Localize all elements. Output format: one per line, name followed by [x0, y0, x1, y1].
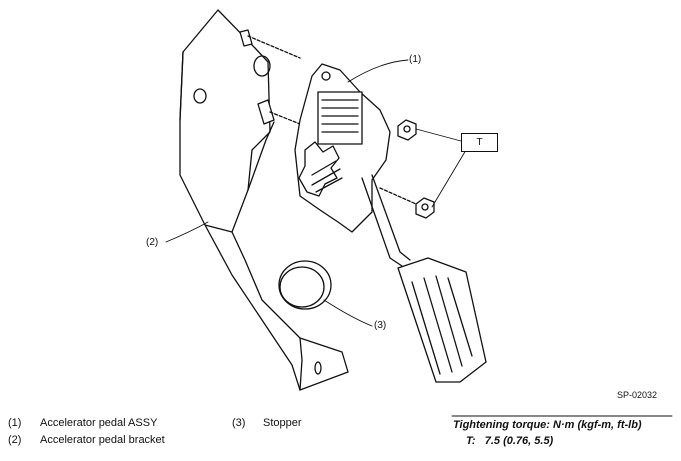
leader-1 — [347, 59, 409, 83]
pedal-assy — [294, 63, 487, 383]
pedal-bracket — [179, 9, 349, 391]
leader-3 — [323, 299, 373, 327]
stopper — [278, 260, 332, 310]
legend-3-num: (3) — [232, 417, 246, 429]
callout-2: (2) — [146, 237, 159, 248]
leader-t-upper — [415, 128, 462, 142]
figure-code: SP-02032 — [617, 390, 658, 400]
callout-3: (3) — [374, 320, 387, 331]
nut-lower — [379, 187, 435, 219]
callout-1: (1) — [409, 54, 422, 65]
torque-callout-box: T — [461, 133, 498, 152]
legend-1-num: (1) — [8, 417, 22, 429]
leader-2 — [165, 221, 209, 243]
legend-2-num: (2) — [8, 434, 22, 446]
legend-1-label: Accelerator pedal ASSY — [40, 417, 158, 429]
torque-value: T: 7.5 (0.76, 5.5) — [466, 435, 554, 447]
torque-title: Tightening torque: N·m (kgf-m, ft-lb) — [453, 419, 642, 431]
leader-t-lower — [431, 149, 467, 208]
legend-2-label: Accelerator pedal bracket — [40, 434, 165, 446]
legend-3-label: Stopper — [263, 417, 302, 429]
nut-upper — [397, 119, 417, 141]
